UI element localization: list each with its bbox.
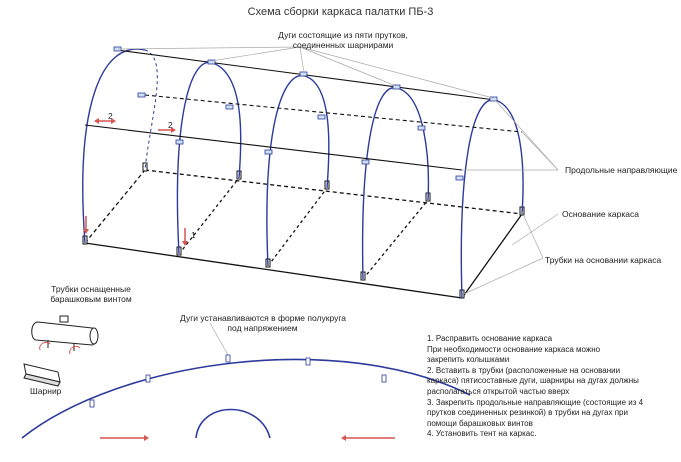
arc-2 — [176, 61, 242, 255]
arrow-head — [144, 435, 149, 441]
wing-tubes-label-line: барашковым винтом — [50, 294, 132, 304]
connector — [137, 92, 146, 98]
arrow-head — [94, 118, 99, 124]
longitudinal-label: Продольные направляющие — [565, 165, 678, 175]
semicircle-label-line: под напряжением — [227, 323, 298, 333]
leader — [511, 213, 559, 246]
semicircle-label-line: Дуги устанавливаются в форме полукруга — [180, 313, 346, 323]
leader — [463, 257, 544, 295]
connector — [175, 139, 184, 145]
arc-3 — [266, 74, 330, 267]
connector — [145, 374, 151, 383]
leader — [299, 46, 397, 87]
arrow-head — [341, 435, 346, 441]
leader — [299, 46, 305, 74]
connector — [417, 125, 426, 131]
instruction-line: 4. Установить тент на каркас. — [427, 429, 537, 439]
diagram-title: Схема сборки каркаса палатки ПБ-3 — [247, 6, 434, 18]
step-arrows — [83, 118, 188, 246]
connector — [381, 374, 387, 383]
arrow-head — [182, 241, 188, 246]
instruction-line: располагаться открытой частью вверх — [427, 386, 570, 396]
base-tubes-label: Трубки на основании каркаса — [545, 255, 662, 265]
connector — [361, 159, 370, 165]
base-cross-1 — [178, 177, 240, 255]
tube-body — [31, 321, 97, 346]
instruction-line: помощи барашковых винтов — [427, 418, 533, 428]
base-frame — [84, 169, 523, 299]
step-2-marker: 2 — [108, 111, 113, 121]
arc-5 — [460, 99, 524, 299]
hinge-label: Шарнир — [30, 386, 62, 396]
wing-screw-tube — [31, 315, 99, 355]
base-tubes — [82, 162, 525, 299]
connector — [392, 84, 401, 90]
connector — [305, 357, 311, 366]
arc-connectors — [113, 46, 498, 181]
base-front-edge — [84, 242, 463, 299]
semicircle-label: Дуги устанавливаются в форме полукруга п… — [180, 313, 346, 333]
leader — [299, 46, 494, 99]
leader — [210, 46, 301, 62]
connector — [299, 71, 308, 77]
hinge-side — [23, 373, 61, 387]
semicircle-arc — [195, 408, 271, 439]
connector — [264, 149, 273, 155]
instruction-line: 2. Вставить в трубки (расположенные на о… — [427, 365, 621, 375]
leader — [494, 99, 559, 171]
leader — [521, 211, 544, 259]
connector — [225, 354, 231, 363]
connector — [489, 96, 498, 102]
leader — [209, 322, 229, 356]
front-side-guide — [84, 124, 463, 171]
instruction-line: 3. Закрепить продольные направляющие (со… — [427, 397, 644, 407]
wing-tubes-label-line: Трубки оснащенные — [51, 284, 131, 294]
leader-lines — [117, 46, 559, 356]
arc-4 — [361, 87, 430, 280]
back-side-guide — [144, 94, 523, 133]
connector — [317, 114, 326, 120]
arcs-label-line: соединенных шарнирами — [292, 40, 394, 50]
instruction-line: прутков соединенных резинкой) в трубки н… — [427, 408, 628, 418]
base-right-edge — [461, 213, 523, 299]
connector — [207, 59, 216, 65]
rotate-arrow — [69, 345, 81, 355]
instruction-line: закрепить колышками — [427, 355, 510, 365]
connector — [455, 175, 464, 181]
rotate-arrow — [39, 341, 51, 351]
leader — [521, 131, 559, 171]
base-cross-2 — [267, 187, 328, 267]
tube-end — [89, 327, 99, 345]
arcs-label-line: Дуги состоящие из пяти прутков, — [278, 30, 408, 40]
instructions: 1. Расправить основание каркаса При необ… — [427, 334, 677, 440]
hinge-part — [23, 363, 61, 387]
instruction-line: каркаса) пятисоставные дуги, шарниры на … — [427, 376, 639, 386]
instruction-line: 1. Расправить основание каркаса — [427, 334, 553, 343]
arc-1-back — [144, 49, 158, 171]
step-1-marker: 1 — [191, 230, 196, 240]
base-left-edge — [84, 169, 146, 244]
wing-screw — [59, 315, 69, 323]
wing-tubes-label: Трубки оснащенные барашковым винтом — [36, 284, 146, 304]
connector — [89, 399, 95, 408]
arrow-head — [171, 127, 176, 133]
base-cross-3 — [362, 199, 429, 280]
arcs — [82, 48, 524, 299]
arrow-head — [111, 118, 116, 124]
base-label: Основание каркаса — [562, 209, 639, 219]
arcs-label: Дуги состоящие из пяти прутков, соединен… — [268, 30, 418, 50]
leader — [117, 46, 301, 50]
arc-1-front — [82, 48, 146, 244]
tension-arc — [21, 358, 471, 439]
step-2-marker: 2 — [168, 120, 173, 130]
semicircle-illustration — [21, 354, 471, 441]
arrow-head — [83, 229, 89, 234]
connector — [225, 104, 234, 110]
base-back-edge — [144, 169, 523, 215]
instruction-line: При необходимости основание каркаса можн… — [427, 344, 601, 354]
